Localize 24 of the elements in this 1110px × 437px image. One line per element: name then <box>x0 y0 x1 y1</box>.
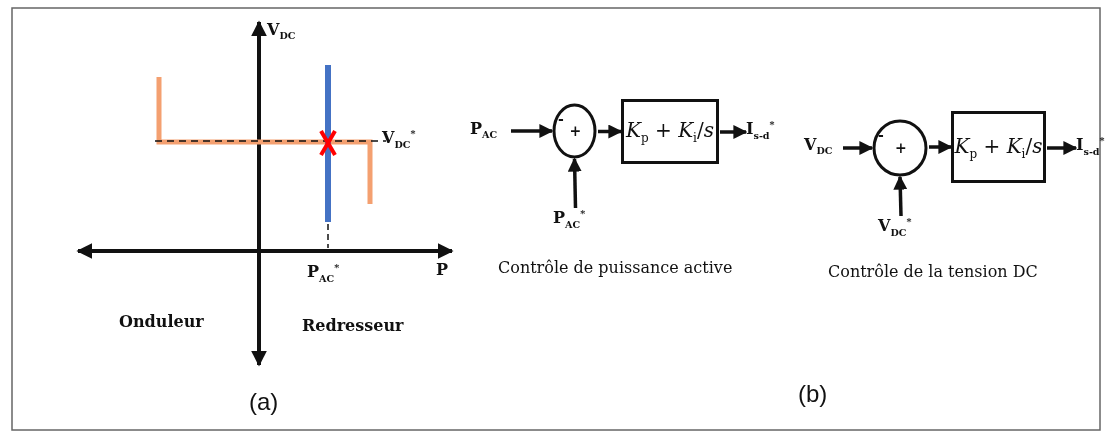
region-label: Redresseur <box>302 316 404 335</box>
region-label: Onduleur <box>119 312 204 331</box>
pi-controller-block: K$_{p}$ + K$_{i}$/s <box>621 99 719 164</box>
arrow <box>567 157 582 209</box>
pi-controller-block: K$_{p}$ + K$_{i}$/s <box>951 111 1046 183</box>
signal-label: P$_{AC}$ <box>470 119 510 145</box>
caption: Contrôle de la tension DC <box>828 262 1038 281</box>
sign-label: - <box>558 111 564 127</box>
arrow <box>843 141 874 155</box>
sign-label: + <box>895 140 907 156</box>
signal-label: V$_{DC}$ <box>804 135 842 161</box>
arrow <box>1047 141 1078 155</box>
panel-label: (b) <box>798 380 828 408</box>
arrow <box>929 140 953 154</box>
arrow <box>893 175 908 217</box>
sign-label: - <box>878 127 884 143</box>
panel-label: (a) <box>249 388 279 416</box>
sign-label: + <box>569 123 582 139</box>
arrow <box>598 124 623 139</box>
caption: Contrôle de puissance active <box>498 258 733 277</box>
arrow <box>511 124 554 138</box>
axis-label: V$_{DC}$ <box>267 20 296 42</box>
axis-label: P <box>436 260 449 279</box>
arrow <box>720 125 748 139</box>
